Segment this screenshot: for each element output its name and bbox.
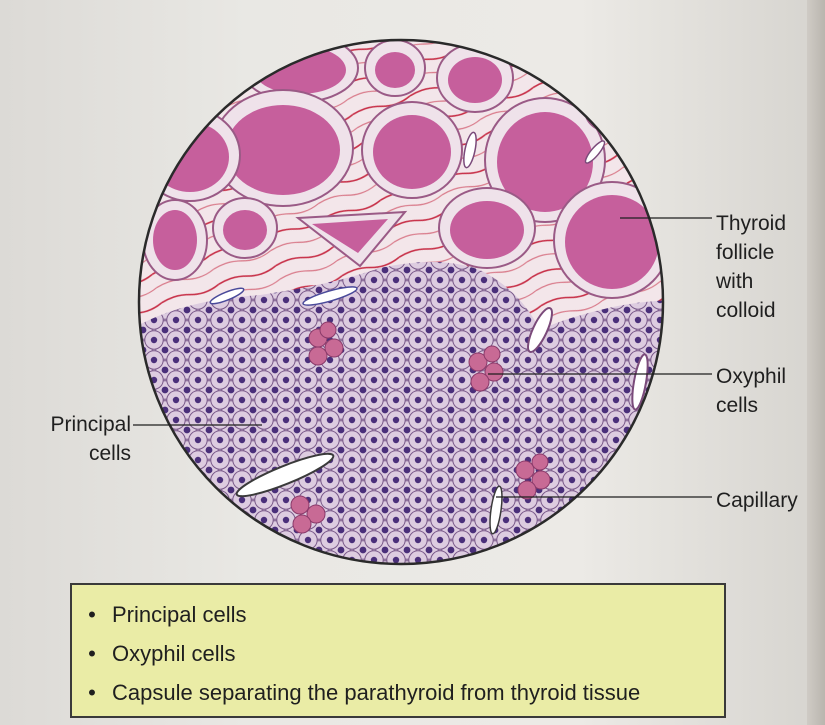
principal-cells-label: Principal cells: [18, 410, 131, 468]
summary-item-text: Oxyphil cells: [112, 641, 235, 667]
thyroid-follicle: [213, 198, 277, 258]
thyroid-follicle: [554, 182, 670, 298]
thyroid-follicle: [362, 102, 462, 198]
thyroid-follicle: [365, 40, 425, 96]
bullet-icon: •: [72, 641, 112, 667]
summary-item: • Principal cells: [72, 595, 724, 634]
capillary-label: Capillary: [716, 486, 816, 515]
summary-box: • Principal cells • Oxyphil cells • Caps…: [70, 583, 726, 718]
thyroid-follicle: [143, 200, 207, 280]
label-line: Oxyphil: [716, 362, 816, 391]
thyroid-follicle: [437, 44, 513, 112]
bullet-icon: •: [72, 602, 112, 628]
summary-list: • Principal cells • Oxyphil cells • Caps…: [72, 585, 724, 712]
summary-item: • Oxyphil cells: [72, 634, 724, 673]
label-line: colloid: [716, 296, 816, 325]
thyroid-follicle: [140, 109, 240, 201]
label-line: Principal: [18, 410, 131, 439]
thyroid-follicle: [585, 88, 635, 132]
label-line: follicle: [716, 238, 816, 267]
summary-item-text: Capsule separating the parathyroid from …: [112, 680, 640, 706]
summary-item: • Capsule separating the parathyroid fro…: [72, 673, 724, 712]
label-line: with: [716, 267, 816, 296]
thyroid-follicle: [439, 188, 535, 268]
label-line: Capillary: [716, 486, 816, 515]
label-line: cells: [716, 391, 816, 420]
summary-item-text: Principal cells: [112, 602, 247, 628]
thyroid-follicle-label: Thyroid follicle with colloid: [716, 209, 816, 325]
label-line: cells: [18, 439, 131, 468]
label-line: Thyroid: [716, 209, 816, 238]
oxyphil-cells-label: Oxyphil cells: [716, 362, 816, 420]
bullet-icon: •: [72, 680, 112, 706]
